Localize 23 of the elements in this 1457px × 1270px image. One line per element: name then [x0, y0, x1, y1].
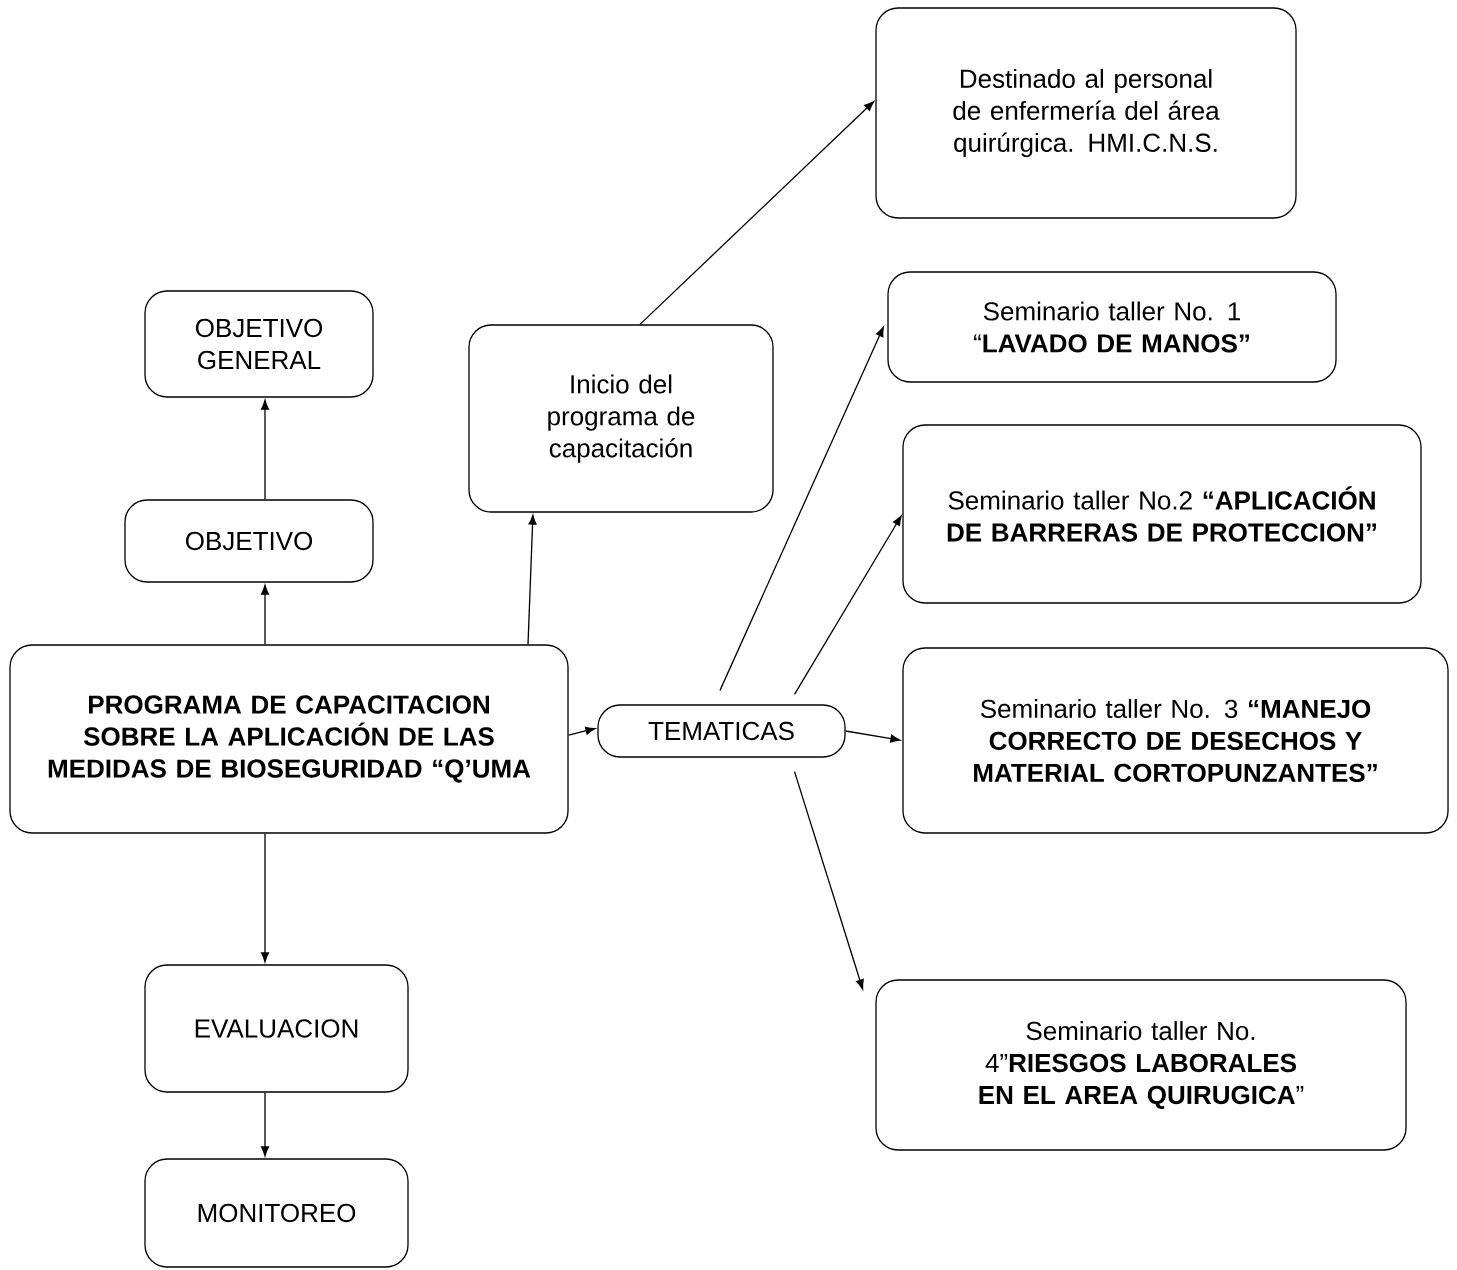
process-box: Seminario taller No. 4”RIESGOS LABORALES EN EL AREA QUIRUGICA” — [875, 979, 1407, 1151]
process-box: OBJETIVO — [124, 499, 374, 583]
process-box: TEMATICAS — [597, 704, 846, 758]
arrow — [639, 101, 875, 325]
arrow — [261, 399, 269, 500]
process-box: Destinado al personal de enfermería del área quirúrgica. HMI.C.N.S. — [875, 7, 1297, 219]
arrow — [261, 833, 269, 963]
arrow — [568, 726, 596, 736]
process-box: MONITOREO — [144, 1158, 409, 1268]
process-box: Seminario taller No.2 “APLICACIÓN DE BARRERAS DE PROTECCION” — [902, 424, 1422, 604]
process-box: Seminario taller No. 1 “LAVADO DE MANOS” — [887, 271, 1337, 383]
arrow — [719, 326, 884, 691]
arrow — [261, 1092, 269, 1157]
process-box: OBJETIVO GENERAL — [144, 290, 374, 398]
process-box: Inicio del programa de capacitación — [468, 324, 774, 513]
arrow — [845, 730, 901, 743]
arrow — [527, 514, 537, 645]
arrow — [793, 515, 902, 695]
process-box: Seminario taller No. 3 “MANEJO CORRECTO DE DESECHOS Y MATERIAL CORTOPUNZANTES” — [902, 647, 1449, 834]
arrow — [261, 584, 269, 645]
process-box: PROGRAMA DE CAPACITACION SOBRE LA APLICACIÓN DE LAS MEDIDAS DE BIOSEGURIDAD “Q’UMA — [9, 644, 569, 834]
arrow — [793, 771, 864, 990]
process-box: EVALUACION — [144, 964, 409, 1093]
